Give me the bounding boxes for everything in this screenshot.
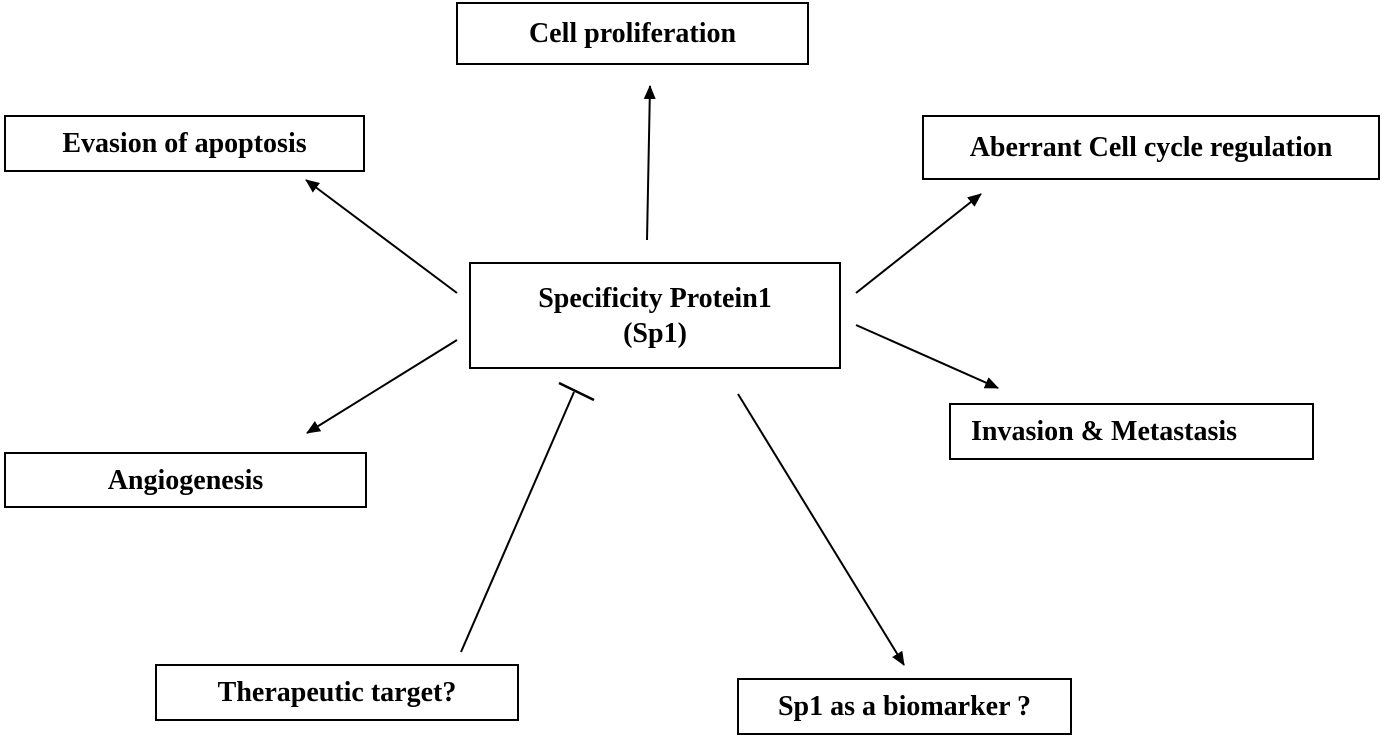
node-evasion-of-apoptosis-label: Evasion of apoptosis — [62, 128, 307, 159]
node-angiogenesis: Angiogenesis — [4, 452, 367, 508]
node-cell-cycle-label: Aberrant Cell cycle regulation — [969, 132, 1333, 163]
center-node-sp1: Specificity Protein1 (Sp1) — [469, 262, 841, 369]
node-cell-proliferation-label: Cell proliferation — [528, 18, 737, 49]
center-node-line2: (Sp1) — [623, 317, 687, 349]
arrow-to-angiogenesis — [306, 339, 458, 434]
arrow-to-cell-proliferation — [643, 85, 656, 241]
center-node-line1: Specificity Protein1 — [538, 282, 772, 314]
node-biomarker-label: Sp1 as a biomarker ? — [777, 691, 1032, 722]
arrow-to-biomarker — [737, 393, 905, 666]
arrow-to-evasion-of-apoptosis — [305, 179, 458, 294]
node-evasion-of-apoptosis: Evasion of apoptosis — [4, 115, 365, 172]
node-angiogenesis-label: Angiogenesis — [107, 464, 264, 496]
node-invasion-metastasis: Invasion & Metastasis — [949, 403, 1314, 460]
node-therapeutic-label: Therapeutic target? — [217, 677, 457, 708]
arrow-to-invasion — [855, 324, 999, 389]
node-cell-proliferation: Cell proliferation — [456, 2, 809, 65]
node-sp1-biomarker: Sp1 as a biomarker ? — [737, 678, 1072, 735]
node-invasion-label: Invasion & Metastasis — [971, 416, 1238, 447]
inhibition-bar — [558, 381, 595, 402]
arrow-to-cell-cycle — [855, 193, 982, 294]
inhibition-line-therapeutic — [460, 391, 575, 653]
node-therapeutic-target: Therapeutic target? — [155, 664, 519, 721]
node-cell-cycle-regulation: Aberrant Cell cycle regulation — [922, 115, 1380, 180]
